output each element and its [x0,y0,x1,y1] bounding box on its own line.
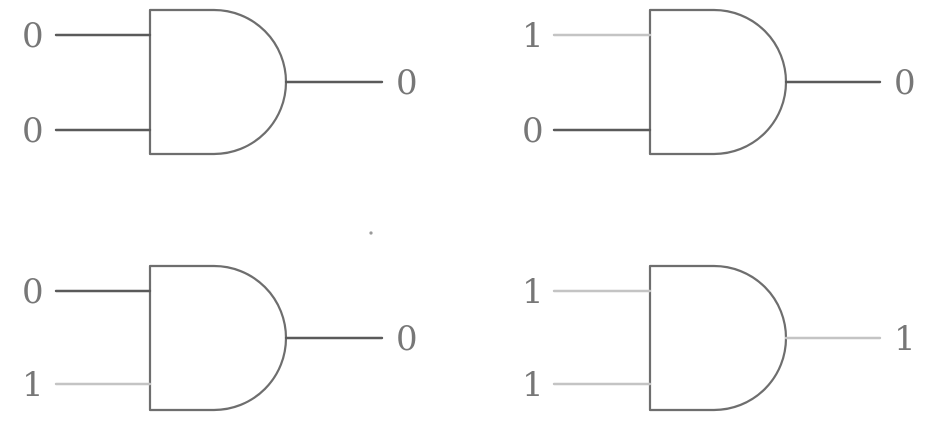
and-gate-3: 1 1 1 [522,264,916,412]
input-b-label: 1 [22,365,44,405]
and-gate-body [648,264,788,412]
scan-speck [369,231,373,235]
input-b-label: 0 [22,111,44,151]
output-label: 0 [396,319,418,359]
output-label: 0 [396,63,418,103]
and-gate-1: 1 0 0 [522,8,916,156]
output-label: 0 [894,63,916,103]
and-gate-body [148,8,288,156]
input-b-label: 1 [522,365,544,405]
output-label: 1 [894,319,916,359]
input-b-label: 0 [522,111,544,151]
input-a-label: 0 [22,272,44,312]
and-gate-2: 0 1 0 [22,264,418,412]
input-a-label: 0 [22,16,44,56]
input-a-label: 1 [522,16,544,56]
input-a-label: 1 [522,272,544,312]
and-gate-body [148,264,288,412]
and-gate-0: 0 0 0 [22,8,418,156]
and-gate-body [648,8,788,156]
